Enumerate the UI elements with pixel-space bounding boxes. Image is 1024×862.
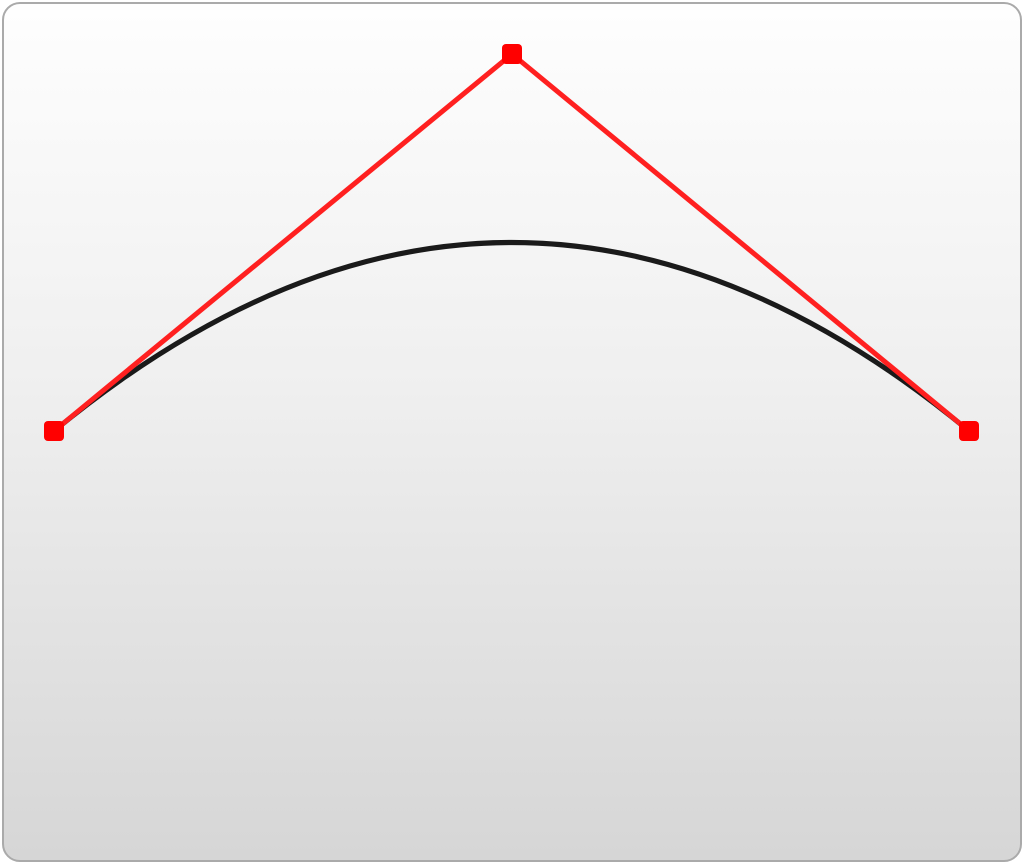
bezier-curve: [51, 240, 972, 434]
control-point-start-handle[interactable]: [44, 421, 64, 441]
control-point-end-handle[interactable]: [959, 421, 979, 441]
control-point-middle-handle[interactable]: [502, 44, 522, 64]
